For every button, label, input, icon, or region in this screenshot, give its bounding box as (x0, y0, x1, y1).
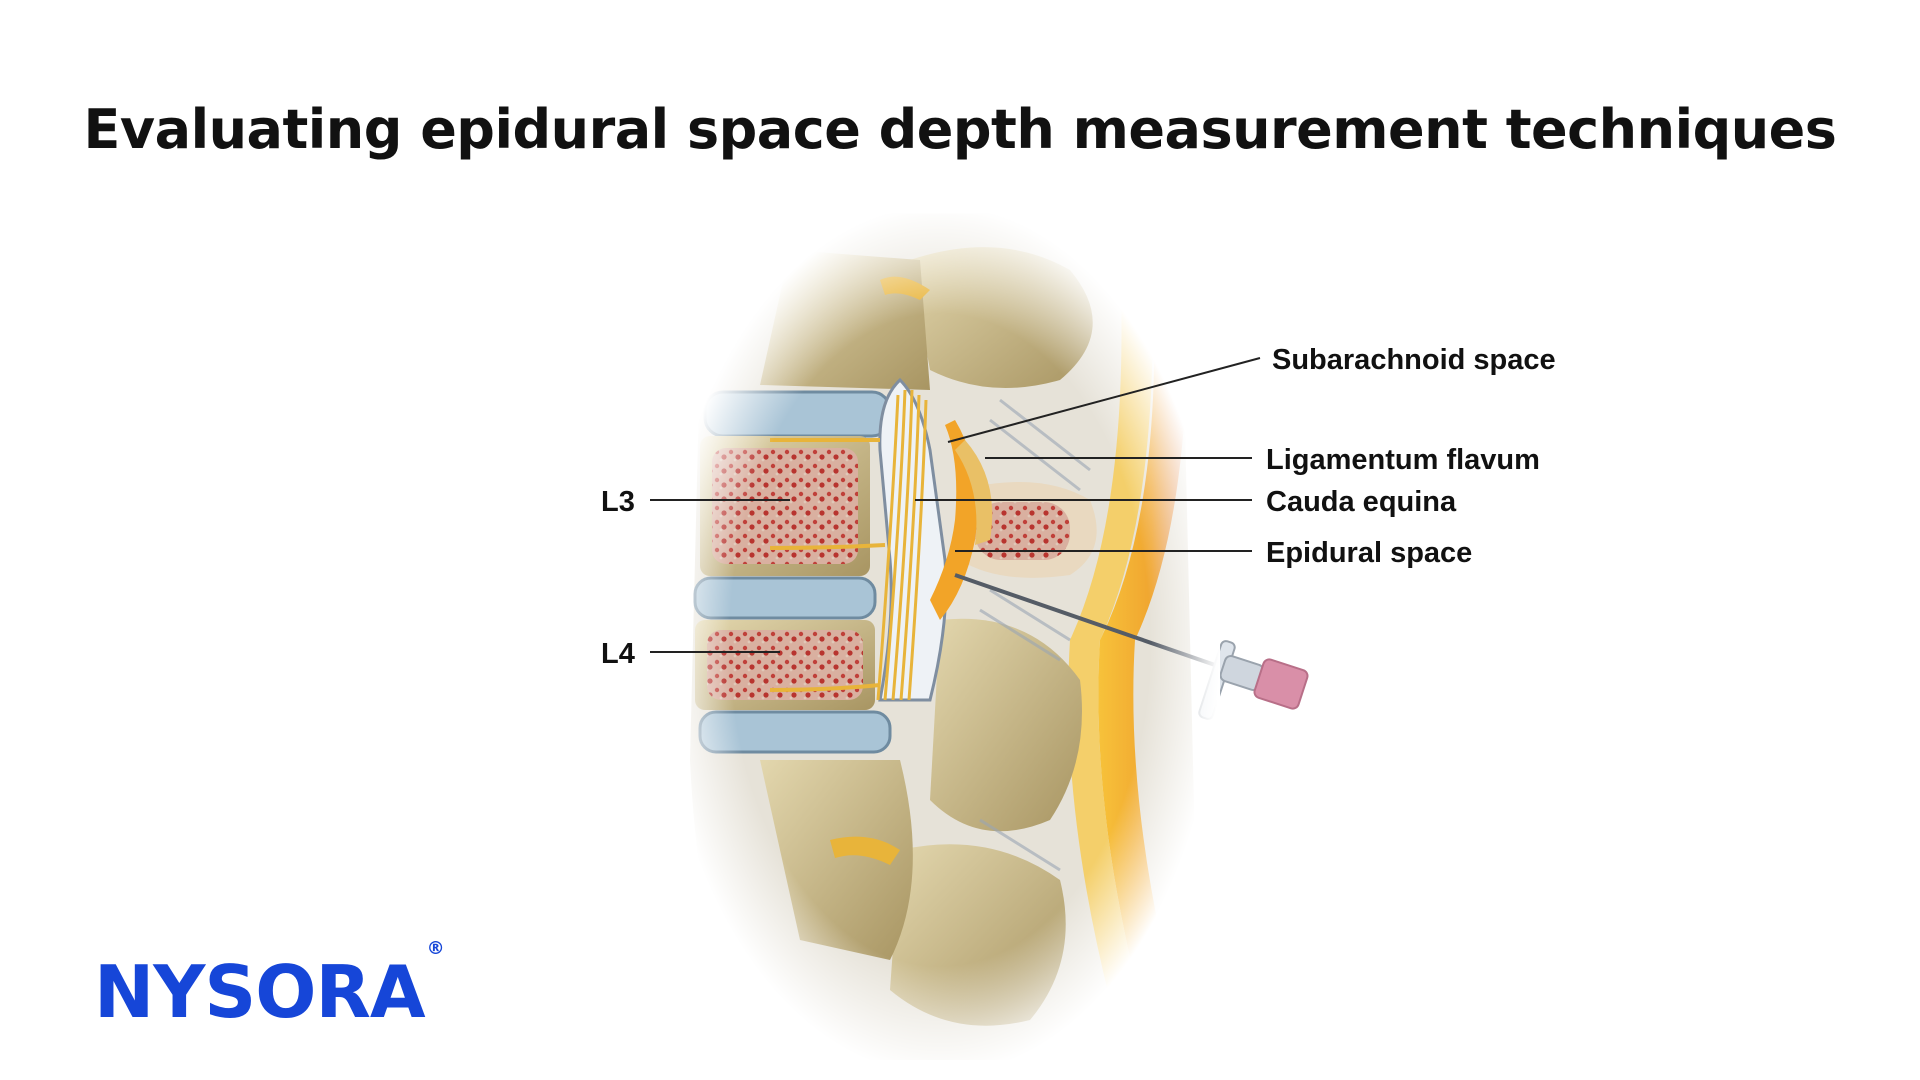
page-title: Evaluating epidural space depth measurem… (83, 98, 1837, 161)
label-epidural-space: Epidural space (1266, 537, 1473, 569)
logo-text: NYSORA (94, 950, 426, 1034)
label-subarachnoid-space: Subarachnoid space (1272, 344, 1556, 376)
label-cauda-equina: Cauda equina (1266, 486, 1457, 518)
registered-mark: ® (426, 938, 445, 959)
label-l3: L3 (601, 486, 635, 518)
label-l4: L4 (601, 638, 635, 670)
leader-subarachnoid (947, 357, 1261, 443)
label-ligamentum-flavum: Ligamentum flavum (1266, 444, 1540, 476)
brand-logo: NYSORA® (94, 938, 445, 1034)
